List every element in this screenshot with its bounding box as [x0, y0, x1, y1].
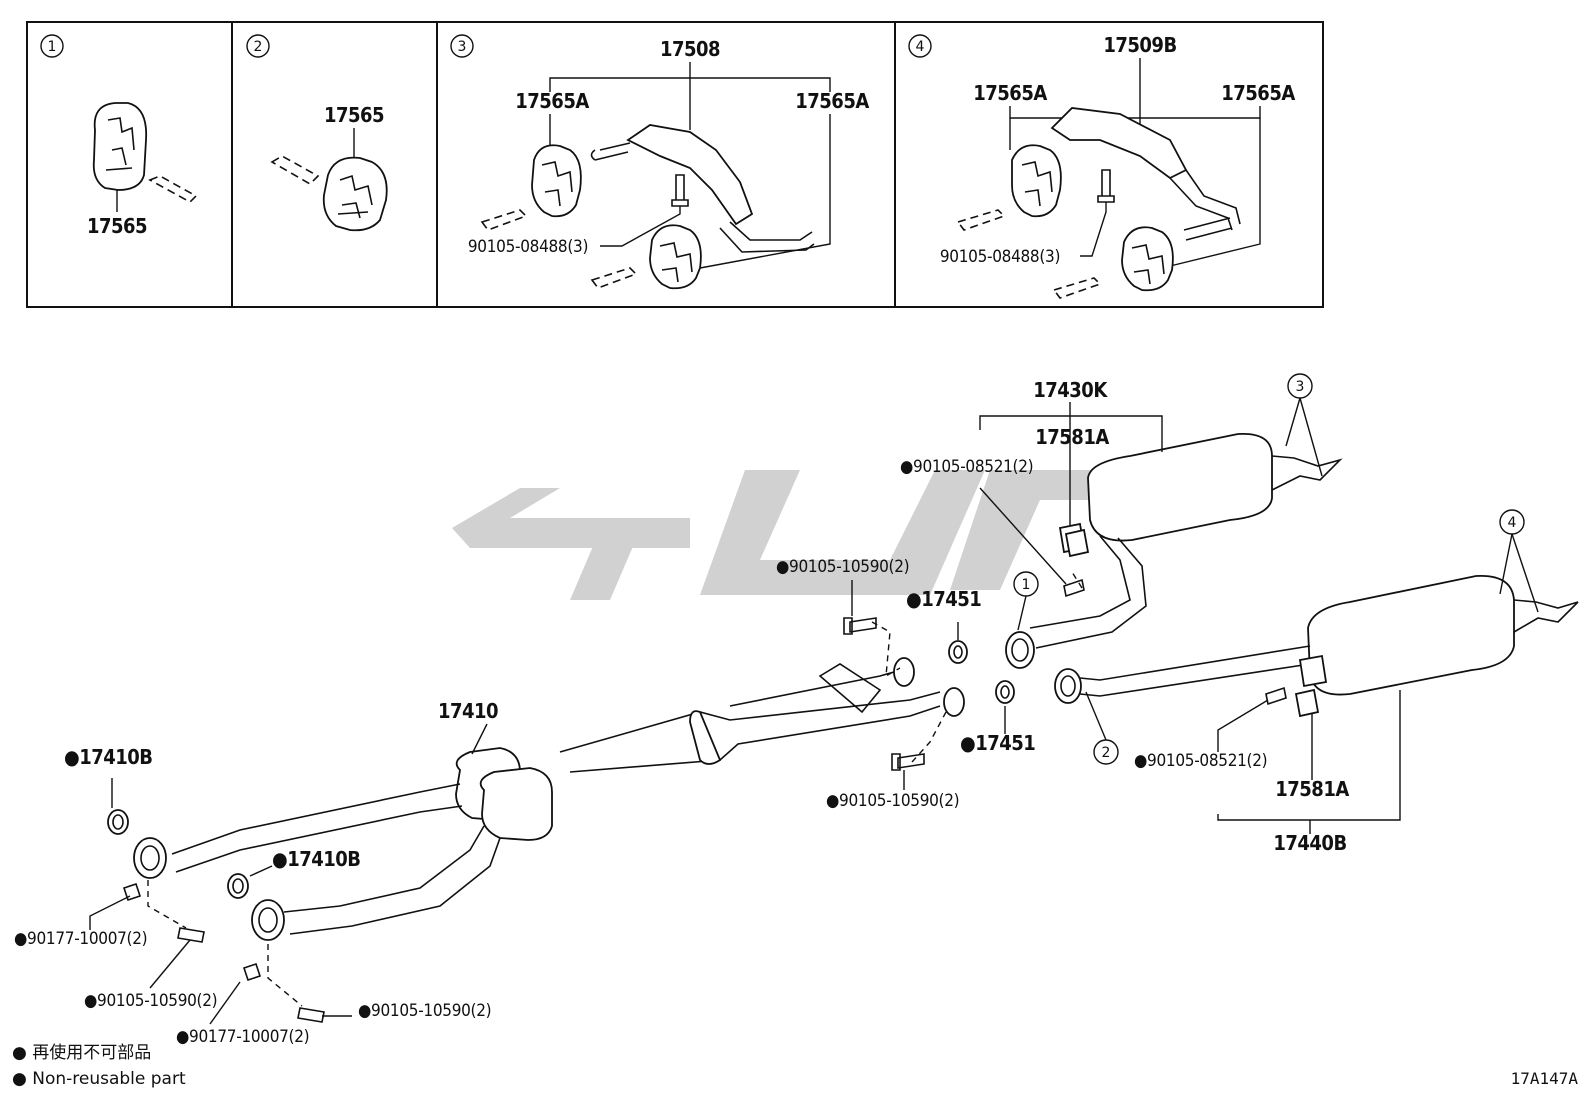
callout-4: 4	[1508, 515, 1517, 531]
label-17410: 17410	[438, 699, 498, 723]
inset-4-label-17565A-left: 17565A	[973, 81, 1047, 105]
label-90105-08521-top: ●90105-08521(2)	[900, 457, 1033, 477]
rubber-mounts-17581A	[1064, 528, 1320, 718]
label-17430K: 17430K	[1033, 378, 1108, 402]
watermark-logo	[452, 470, 1130, 600]
label-17581A-top: 17581A	[1035, 425, 1109, 449]
legend: ● 再使用不可部品 ● Non-reusable part	[12, 1042, 186, 1089]
inset-2-index: 2	[254, 39, 263, 55]
inset-4-label-17565A-right: 17565A	[1221, 81, 1295, 105]
label-90105-08521-bot: ●90105-08521(2)	[1134, 751, 1267, 771]
legend-english: ● Non-reusable part	[12, 1069, 186, 1089]
muffler-lower	[1079, 575, 1579, 697]
label-90105-10590-b: ●90105-10590(2)	[826, 791, 959, 811]
joint-flanges	[1005, 631, 1082, 704]
fasteners	[122, 578, 1287, 1023]
callout-2: 2	[1102, 745, 1111, 761]
inset-panels	[26, 21, 1324, 308]
label-90105-10590-d: ●90105-10590(2)	[358, 1001, 491, 1021]
part-labels: 17430K 17581A ●90105-08521(2) ●90105-105…	[14, 378, 1350, 1047]
gaskets-17451	[948, 640, 1015, 704]
inset-3-index: 3	[458, 39, 467, 55]
inset-3: 3 17508 17565A 17565A 90105-08488(3)	[450, 34, 870, 290]
inset-4: 4 17509B 17565A 17565A 90105-08488(3)	[908, 33, 1296, 299]
inset-3-label-17565A-left: 17565A	[515, 89, 589, 113]
label-17410B-b: ●17410B	[272, 847, 361, 871]
callout-3: 3	[1296, 379, 1305, 395]
inset-3-label-17508: 17508	[660, 37, 720, 61]
leader-lines	[89, 397, 1539, 1025]
label-90177-10007-b: ●90177-10007(2)	[176, 1027, 309, 1047]
callout-circles: 1 2 3 4	[1013, 373, 1525, 765]
inset-3-label-bolt: 90105-08488(3)	[468, 237, 588, 257]
inset-2-label-17565: 17565	[324, 103, 384, 127]
alignment-lines	[147, 571, 1083, 1007]
label-17440B: 17440B	[1273, 831, 1346, 855]
diagram-code: 17A147A	[1511, 1069, 1579, 1088]
label-90105-10590-c: ●90105-10590(2)	[84, 991, 217, 1011]
label-17410B-a: ●17410B	[64, 745, 153, 769]
label-17451-b: ●17451	[960, 731, 1035, 755]
inset-4-label-bolt: 90105-08488(3)	[940, 247, 1060, 267]
label-90105-10590-a: ●90105-10590(2)	[776, 557, 909, 577]
inset-1: 1 17565	[40, 34, 198, 238]
label-90177-10007-a: ●90177-10007(2)	[14, 929, 147, 949]
label-17451-a: ●17451	[906, 587, 981, 611]
inset-1-index: 1	[48, 39, 57, 55]
inset-3-label-17565A-right: 17565A	[795, 89, 869, 113]
inset-4-index: 4	[916, 39, 925, 55]
callout-1: 1	[1022, 577, 1031, 593]
front-pipe-17410	[107, 657, 965, 941]
inset-4-label-17509B: 17509B	[1103, 33, 1176, 57]
inset-1-label-17565: 17565	[87, 214, 147, 238]
muffler-upper	[1029, 433, 1343, 649]
legend-japanese: ● 再使用不可部品	[12, 1042, 151, 1063]
label-17581A-bot: 17581A	[1275, 777, 1349, 801]
inset-2: 2 17565	[246, 34, 388, 232]
